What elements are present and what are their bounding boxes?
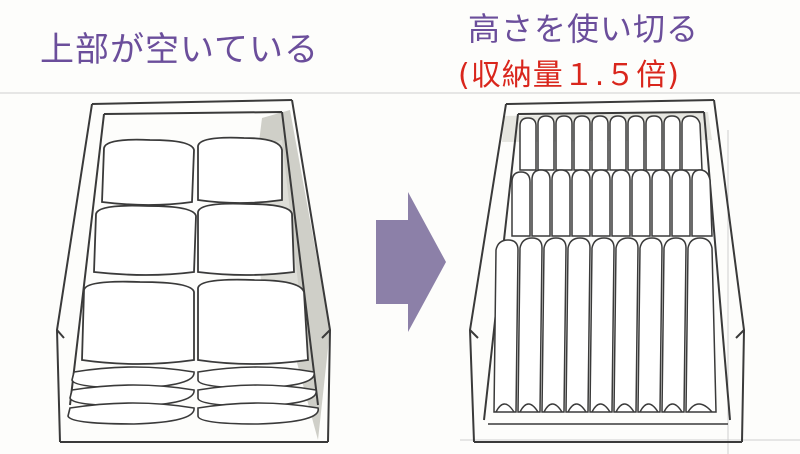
drawer-box-right	[468, 99, 746, 443]
folded-layers-left	[67, 366, 319, 425]
right-box-back-rim	[505, 99, 715, 105]
upright-towels-row-3	[493, 237, 717, 413]
right-caption: 高さを使い切る	[468, 10, 700, 48]
towel-stacks-left	[81, 136, 309, 365]
right-arrow-icon	[376, 192, 446, 332]
right-box-front-top	[469, 329, 745, 339]
towel-left-2	[197, 136, 283, 204]
towel-fold-loops	[488, 403, 728, 425]
towel-left-4	[197, 202, 295, 276]
left-box-inner	[69, 111, 319, 406]
right-box-right-wall	[713, 99, 746, 443]
upright-towels-row-1	[519, 115, 703, 171]
right-subcaption: (収納量１.５倍)	[458, 58, 680, 93]
upright-towels-row-2	[511, 169, 713, 237]
left-caption: 上部が空いている	[40, 30, 319, 70]
towel-left-1	[101, 138, 195, 206]
left-box-back-rim	[91, 99, 293, 105]
towel-left-6	[197, 278, 309, 365]
towel-left-3	[93, 204, 197, 276]
towel-left-5	[81, 280, 195, 365]
left-box-front-top	[56, 329, 331, 339]
drawer-box-left	[55, 99, 332, 443]
